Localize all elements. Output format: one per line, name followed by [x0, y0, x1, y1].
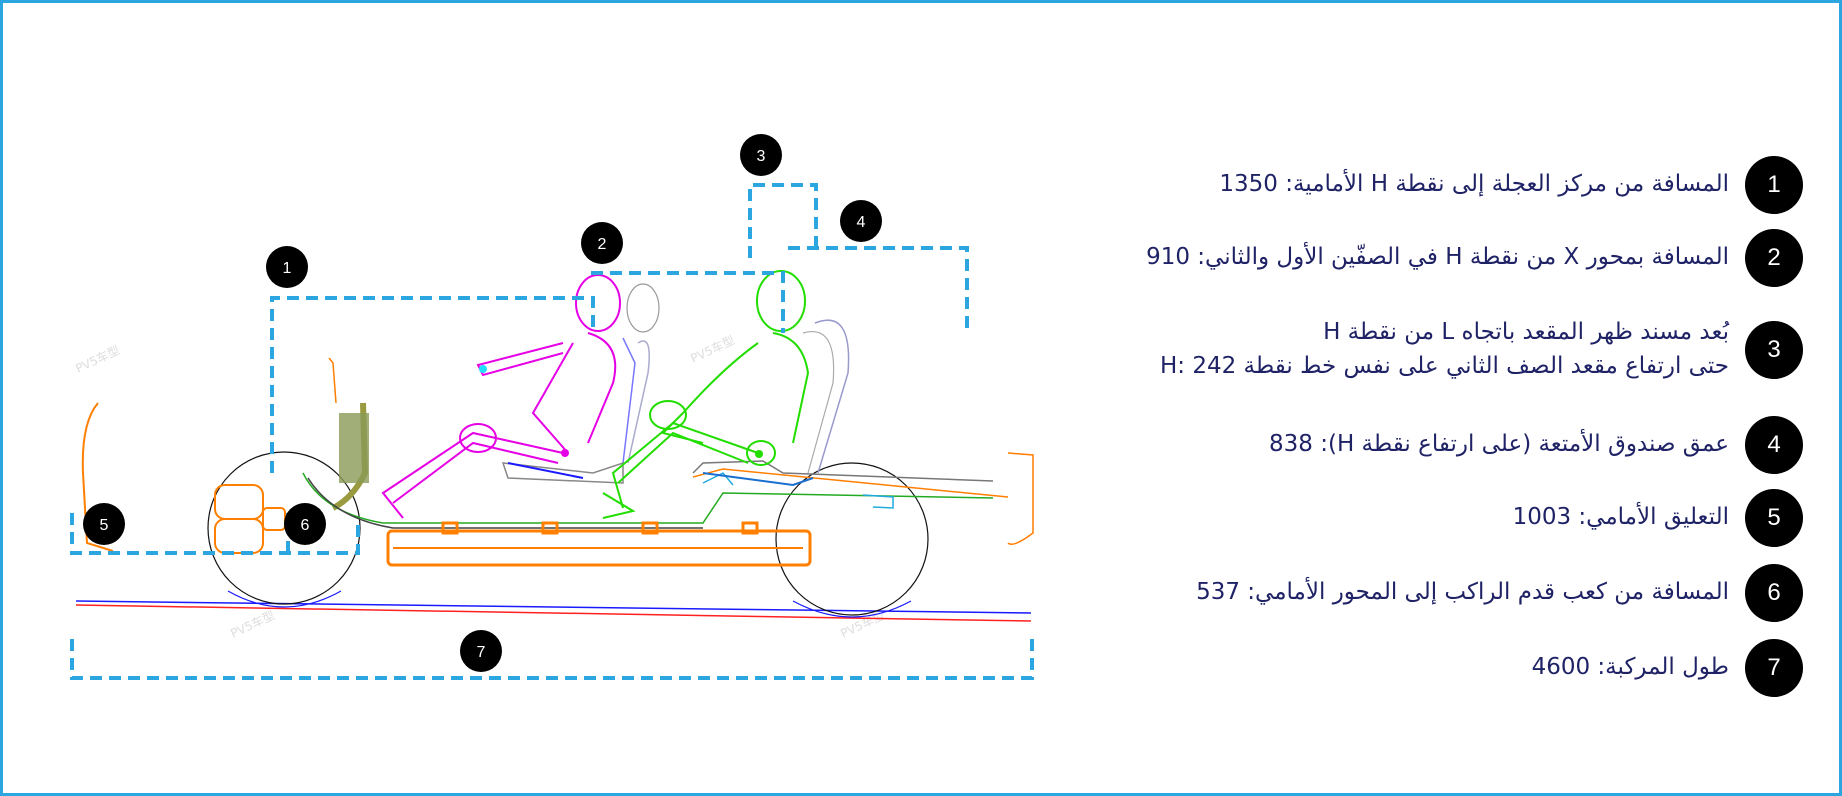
pedal-assembly	[339, 413, 369, 483]
rear-body	[1007, 452, 1034, 545]
dimension-7-bracket	[70, 639, 1034, 680]
watermark: PV5车型	[688, 332, 737, 365]
watermark: PV5车型	[838, 607, 887, 640]
dimension-3-bracket	[748, 183, 818, 258]
legend-number: 1	[1745, 156, 1803, 214]
legend-label: المسافة من كعب قدم الراكب إلى المحور الأ…	[1196, 575, 1729, 609]
legend-label: بُعد مسند ظهر المقعد باتجاه L من نقطة H …	[1160, 315, 1729, 383]
marker-1: 1	[283, 260, 292, 277]
legend-line: بُعد مسند ظهر المقعد باتجاه L من نقطة H	[1323, 319, 1729, 345]
rear-wheel	[775, 462, 929, 616]
dimension-4-bracket	[788, 246, 969, 333]
legend-label: طول المركبة: 4600	[1532, 650, 1729, 684]
legend-label: المسافة بمحور X من نقطة H في الصفّين الأ…	[1146, 240, 1729, 274]
legend-line: طول المركبة: 4600	[1531, 654, 1729, 680]
marker-6: 6	[301, 517, 310, 534]
legend-item-2: 2 المسافة بمحور X من نقطة H في الصفّين ا…	[1043, 229, 1803, 289]
ground-line-red	[75, 604, 1032, 622]
marker-5: 5	[100, 517, 109, 534]
marker-7: 7	[477, 644, 486, 661]
marker-2: 2	[598, 236, 607, 253]
legend-label: التعليق الأمامي: 1003	[1513, 500, 1729, 534]
legend-number: 3	[1745, 321, 1803, 379]
legend-item-3: 3 بُعد مسند ظهر المقعد باتجاه L من نقطة …	[1043, 319, 1803, 381]
dimension-1-bracket	[270, 296, 595, 473]
legend-item-5: 5 التعليق الأمامي: 1003	[1043, 489, 1803, 549]
marker-4: 4	[857, 214, 866, 231]
legend-line: المسافة بمحور X من نقطة H في الصفّين الأ…	[1146, 244, 1729, 270]
legend: 1 المسافة من مركز العجلة إلى نقطة H الأم…	[1043, 3, 1803, 793]
ground-line-blue	[75, 600, 1032, 614]
dimension-2-bracket	[591, 271, 785, 333]
legend-number: 7	[1745, 639, 1803, 697]
legend-number: 5	[1745, 489, 1803, 547]
marker-3: 3	[757, 148, 766, 165]
vehicle-package-diagram: PV5车型 PV5车型 PV5车型 PV5车型	[70, 134, 1034, 680]
legend-line: المسافة من مركز العجلة إلى نقطة H الأمام…	[1219, 171, 1729, 197]
legend-label: عمق صندوق الأمتعة (على ارتفاع نقطة H): 8…	[1269, 427, 1729, 461]
legend-item-4: 4 عمق صندوق الأمتعة (على ارتفاع نقطة H):…	[1043, 416, 1803, 476]
legend-item-7: 7 طول المركبة: 4600	[1043, 639, 1803, 699]
legend-line: عمق صندوق الأمتعة (على ارتفاع نقطة H): 8…	[1269, 431, 1729, 457]
passenger-manikin	[602, 270, 810, 519]
legend-line: المسافة من كعب قدم الراكب إلى المحور الأ…	[1196, 579, 1729, 605]
battery-pack	[386, 521, 812, 567]
legend-line: التعليق الأمامي: 1003	[1512, 504, 1729, 530]
watermark: PV5车型	[73, 342, 122, 375]
legend-number: 6	[1745, 564, 1803, 622]
watermark: PV5车型	[228, 607, 277, 640]
legend-number: 2	[1745, 229, 1803, 287]
legend-line: حتى ارتفاع مقعد الصف الثاني على نفس خط ن…	[1159, 353, 1729, 379]
legend-number: 4	[1745, 416, 1803, 474]
dimension-5-bracket	[70, 513, 360, 555]
legend-item-6: 6 المسافة من كعب قدم الراكب إلى المحور ا…	[1043, 564, 1803, 624]
legend-item-1: 1 المسافة من مركز العجلة إلى نقطة H الأم…	[1043, 156, 1803, 216]
legend-label: المسافة من مركز العجلة إلى نقطة H الأمام…	[1219, 167, 1729, 201]
front-suspension	[81, 402, 286, 554]
